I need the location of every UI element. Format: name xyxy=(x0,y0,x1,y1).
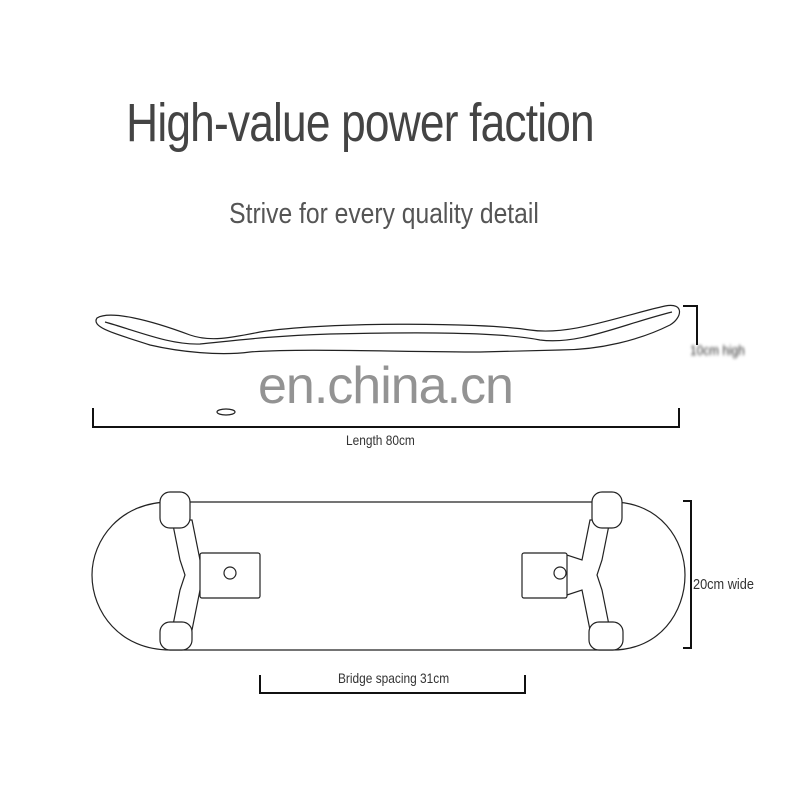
deck-side-view xyxy=(95,304,681,355)
wheel-right-bottom xyxy=(588,621,624,651)
kingpin-left xyxy=(223,566,237,580)
width-label: 20cm wide xyxy=(693,576,754,593)
height-dimension-line xyxy=(683,305,698,345)
wheel-left-top xyxy=(159,491,191,529)
watermark: en.china.cn xyxy=(258,357,514,415)
bridge-spacing-label: Bridge spacing 31cm xyxy=(338,670,450,686)
page-subtitle: Strive for every quality detail xyxy=(229,198,539,230)
baseplate-right xyxy=(521,552,568,599)
width-dimension-line xyxy=(683,500,692,649)
wheel-right-top xyxy=(591,491,623,529)
height-label: 10cm high xyxy=(690,342,745,358)
length-label: Length 80cm xyxy=(346,432,415,448)
bridge-dimension-line xyxy=(259,675,526,694)
length-dimension-line xyxy=(92,408,680,428)
wheel-side xyxy=(216,408,236,416)
kingpin-right xyxy=(553,566,567,580)
truck-right xyxy=(556,519,611,631)
page-title: High-value power faction xyxy=(126,93,594,153)
wheel-left-bottom xyxy=(159,621,193,651)
